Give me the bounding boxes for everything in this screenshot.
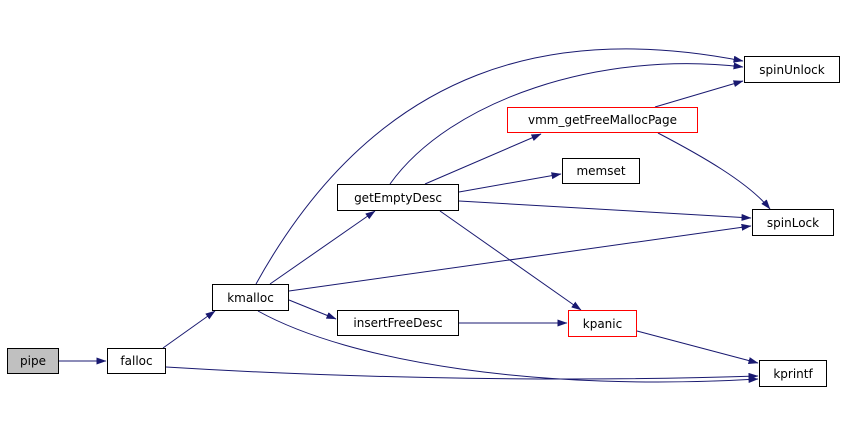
node-insertFreeDesc[interactable]: insertFreeDesc	[337, 310, 459, 336]
node-getEmptyDesc[interactable]: getEmptyDesc	[337, 184, 459, 211]
node-label: vmm_getFreeMallocPage	[527, 113, 677, 127]
edge-getEmptyDesc-to-spinLock	[458, 200, 752, 221]
node-label: insertFreeDesc	[353, 316, 443, 330]
node-spinLock[interactable]: spinLock	[752, 209, 834, 236]
node-kprintf[interactable]: kprintf	[759, 360, 827, 387]
node-label: pipe	[20, 354, 46, 368]
edge-kpanic-to-kprintf	[636, 330, 759, 364]
edge-kmalloc-to-insertFreeDesc	[288, 299, 337, 320]
edge-kmalloc-to-spinLock	[288, 223, 752, 292]
node-label: kpanic	[582, 316, 623, 331]
node-kmalloc[interactable]: kmalloc	[212, 284, 289, 311]
edge-getEmptyDesc-to-vmm_getFreeMallocPage	[424, 133, 542, 185]
node-vmm_getFreeMallocPage[interactable]: vmm_getFreeMallocPage	[507, 107, 698, 133]
edge-kmalloc-to-kprintf	[257, 310, 759, 384]
node-pipe: pipe	[7, 348, 59, 374]
node-label: kprintf	[773, 366, 813, 381]
node-memset[interactable]: memset	[562, 158, 640, 184]
node-kpanic[interactable]: kpanic	[568, 310, 637, 337]
node-label: kmalloc	[227, 290, 274, 305]
edge-getEmptyDesc-to-memset	[458, 172, 562, 193]
node-falloc[interactable]: falloc	[107, 348, 166, 374]
node-label: falloc	[120, 354, 153, 368]
node-label: spinLock	[766, 215, 820, 230]
edge-getEmptyDesc-to-spinUnlock	[389, 62, 744, 185]
edge-kmalloc-to-spinUnlock	[255, 48, 744, 285]
edge-falloc-to-kmalloc	[162, 310, 216, 349]
edge-vmm_getFreeMallocPage-to-spinUnlock	[654, 80, 744, 108]
node-label: spinUnlock	[759, 62, 825, 77]
node-spinUnlock[interactable]: spinUnlock	[744, 56, 840, 83]
edge-getEmptyDesc-to-kpanic	[439, 210, 582, 311]
edge-falloc-to-kprintf	[165, 366, 759, 380]
node-label: getEmptyDesc	[354, 190, 442, 205]
node-label: memset	[576, 164, 626, 178]
edge-vmm_getFreeMallocPage-to-spinLock	[657, 132, 771, 210]
edge-kmalloc-to-getEmptyDesc	[269, 210, 376, 285]
